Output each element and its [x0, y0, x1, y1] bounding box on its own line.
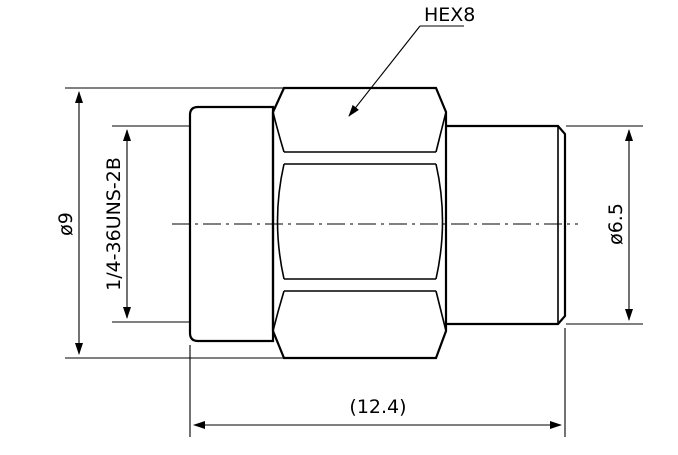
diameter-outer-label: ø9 — [55, 212, 77, 236]
thread-label: 1/4-36UNS-2B — [103, 157, 125, 291]
hex-body — [271, 86, 448, 360]
diameter-body-label: ø6.5 — [605, 203, 627, 245]
overall-length-label: (12.4) — [349, 396, 406, 418]
rear-body — [446, 124, 567, 326]
dimension-diameter-outer: ø9 — [55, 87, 284, 359]
dimension-thread: 1/4-36UNS-2B — [103, 125, 190, 323]
dimension-diameter-body: ø6.5 — [566, 125, 643, 325]
hex-label: HEX8 — [424, 4, 475, 26]
coupling-nut — [188, 105, 275, 343]
dimension-overall-length: (12.4) — [189, 328, 566, 437]
hex-callout: HEX8 — [348, 4, 475, 117]
